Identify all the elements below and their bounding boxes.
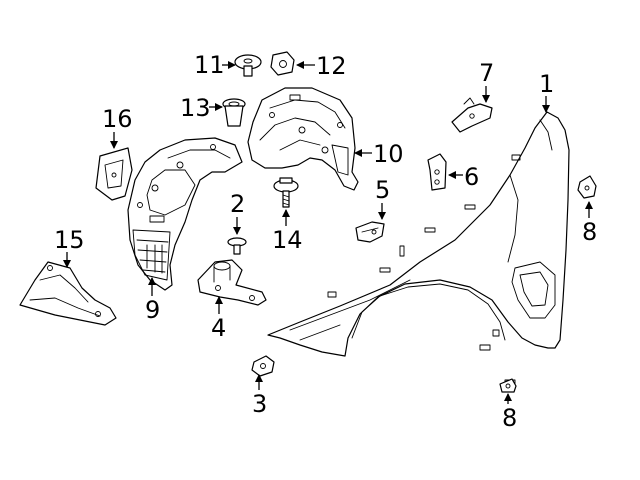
callout-5: 5 [375, 176, 390, 220]
callout-12: 12 [296, 52, 347, 80]
clip-8b-drawing [499, 378, 517, 393]
upper-bracket-drawing [451, 97, 493, 133]
side-bracket-drawing [355, 221, 385, 243]
mounting-bracket-drawing [197, 259, 267, 306]
callout-9-label: 9 [145, 296, 160, 324]
callout-4-label: 4 [211, 314, 226, 342]
callout-2: 2 [230, 190, 245, 235]
fender-panel-drawing [267, 111, 570, 386]
callout-14: 14 [272, 209, 303, 254]
callout-11-label: 11 [194, 51, 225, 79]
callout-1: 1 [539, 70, 554, 113]
callout-13-label: 13 [180, 94, 211, 122]
front-fender-liner-drawing [127, 137, 243, 291]
screw-drawing [273, 177, 299, 208]
callout-5-label: 5 [375, 176, 390, 204]
callout-16: 16 [102, 105, 133, 149]
callout-13: 13 [180, 94, 223, 122]
callout-3: 3 [252, 374, 267, 418]
callout-15: 15 [54, 226, 85, 268]
push-rivet-drawing [234, 54, 262, 77]
callout-8b-label: 8 [502, 404, 517, 432]
callout-12-label: 12 [316, 52, 347, 80]
callout-16-label: 16 [102, 105, 133, 133]
callout-14-label: 14 [272, 226, 303, 254]
nut-clip-drawing [251, 355, 275, 377]
callout-8a: 8 [582, 201, 597, 246]
grommet-drawing [222, 98, 246, 127]
clip-nut-drawing [270, 51, 295, 76]
rear-fender-liner-drawing [247, 87, 359, 191]
liner-insert-drawing [95, 147, 133, 201]
callout-7: 7 [479, 59, 494, 103]
callout-8a-label: 8 [582, 218, 597, 246]
callout-8b: 8 [502, 393, 517, 432]
splash-shield-drawing [19, 261, 117, 326]
callout-6-label: 6 [464, 163, 479, 191]
callout-10: 10 [354, 140, 404, 168]
callout-9: 9 [145, 277, 160, 324]
retainer-clip-drawing [227, 237, 247, 255]
callout-2-label: 2 [230, 190, 245, 218]
callout-3-label: 3 [252, 390, 267, 418]
callout-7-label: 7 [479, 59, 494, 87]
callout-10-label: 10 [373, 140, 404, 168]
callout-6: 6 [448, 163, 479, 191]
clip-8a-drawing [577, 175, 597, 199]
callout-1-label: 1 [539, 70, 554, 98]
callout-15-label: 15 [54, 226, 85, 254]
callout-11: 11 [194, 51, 236, 79]
bracket-6-drawing [427, 153, 447, 191]
callout-4: 4 [211, 296, 226, 342]
